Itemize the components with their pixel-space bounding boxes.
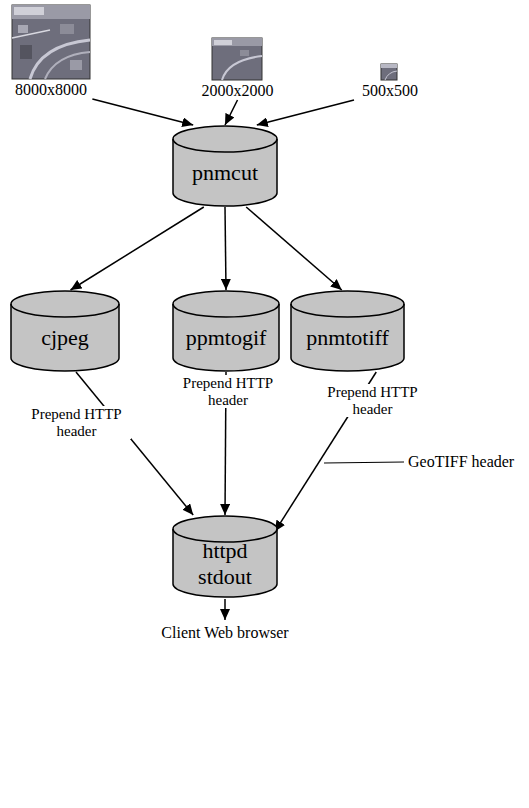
source-image: 500x500 [345,64,435,100]
node-text: httpd stdout [183,538,267,589]
node-text: cjpeg [41,325,89,350]
node-text: 2000x2000 [190,82,285,100]
image-8000 [12,5,90,79]
annotation: GeoTIFF header [408,453,526,471]
source-image: 8000x8000 [5,5,97,99]
edge-label: Prepend HTTP header [22,406,131,439]
process-cylinder: pnmtotiff [290,290,405,372]
flow-arrow [225,100,238,125]
process-cylinder: ppmtogif [172,290,280,372]
node-text: pnmtotiff [306,325,389,350]
edge-label: Prepend HTTP header [318,384,427,417]
node-text: 8000x8000 [5,81,97,99]
source-image: 2000x2000 [190,38,285,100]
flow-arrow [246,207,342,290]
flow-arrow [257,100,354,125]
image-500 [381,64,397,80]
edge-label: Prepend HTTP header [175,375,281,408]
annotation: Client Web browser [140,624,310,642]
node-text: 500x500 [345,82,435,100]
process-cylinder: cjpeg [10,290,120,372]
process-cylinder: httpd stdout [172,515,278,598]
image-2000 [212,38,262,80]
flow-arrow [225,207,226,290]
flow-arrow [92,99,193,125]
flow-arrow [71,207,204,290]
node-text: pnmcut [192,160,258,185]
output-arrow [224,599,226,620]
process-cylinder: pnmcut [172,125,278,207]
leader-line [324,462,404,463]
node-text: ppmtogif [186,325,267,350]
